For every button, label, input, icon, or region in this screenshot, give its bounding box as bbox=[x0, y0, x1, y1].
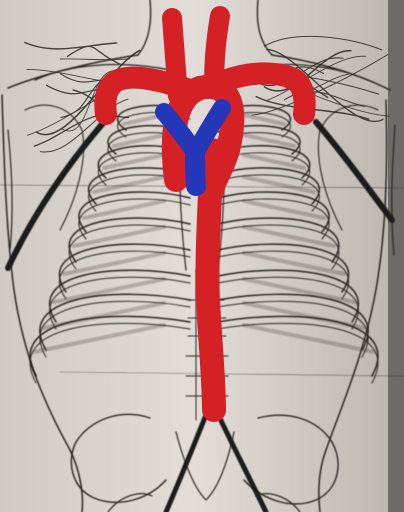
frame-edge-right bbox=[388, 0, 404, 512]
superior-vena-cava bbox=[195, 148, 196, 186]
